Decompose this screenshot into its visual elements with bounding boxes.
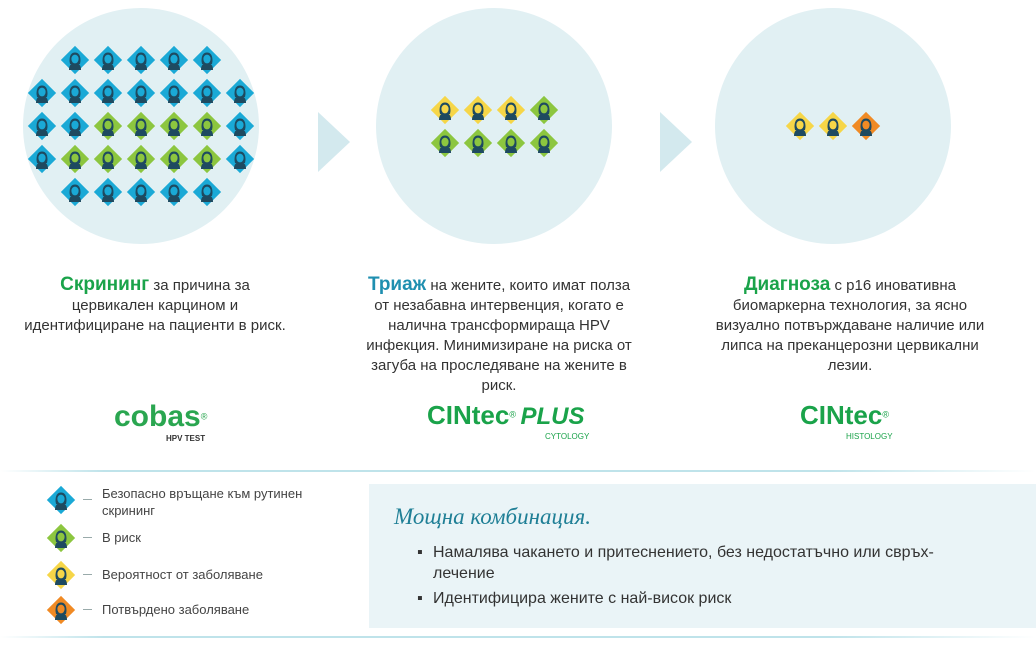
diagnosis-icon-grid [715,8,951,244]
diagnosis-text: с p16 иновативна биомаркерна технология,… [715,277,985,374]
person-blue-icon [126,177,156,207]
person-blue-icon [192,45,222,75]
person-blue-icon [225,111,255,141]
person-blue-icon [93,45,123,75]
combination-item-text: Идентифицира жените с най-висок риск [433,590,732,607]
triage-icon-grid [376,8,612,244]
screening-icon-grid [23,8,259,244]
person-blue-icon [60,45,90,75]
screening-circle [23,8,259,244]
person-yellow-icon [785,111,815,141]
person-blue-icon [225,78,255,108]
list-item: ▪ Идентифицира жените с най-висок риск [417,588,957,609]
cintec-plus-logo-reg: ® [509,409,516,420]
arrow-1 [318,112,350,172]
cobas-logo-sub: HPV TEST [166,434,206,443]
person-green-icon [93,111,123,141]
diagnosis-circle [715,8,951,244]
person-blue-icon [159,45,189,75]
divider-top [0,470,1036,472]
person-blue-icon [27,78,57,108]
person-blue-icon [93,78,123,108]
legend-item-probable: Вероятност от заболяване [46,560,346,590]
cintec-plus-logo: CINtec® PLUS CYTOLOGY [427,400,627,441]
person-yellow-icon [496,95,526,125]
person-blue-icon [126,45,156,75]
arrow-2 [660,112,692,172]
triage-text: на жените, които имат полза от незабавна… [366,277,632,394]
person-blue-icon [60,78,90,108]
person-orange-icon [851,111,881,141]
person-green-icon [159,111,189,141]
person-green-icon [430,128,460,158]
triage-keyword: Триаж [367,274,427,295]
person-green-icon [192,111,222,141]
person-yellow-icon [463,95,493,125]
person-blue-icon [225,144,255,174]
triage-circle [376,8,612,244]
legend-connector [83,537,92,538]
person-yellow-icon [430,95,460,125]
person-blue-icon [192,177,222,207]
person-green-icon [93,144,123,174]
cobas-logo-text: cobas [114,400,201,433]
triage-description: Триаж на жените, които имат полза от нез… [364,275,634,396]
person-green-icon [529,95,559,125]
person-blue-icon [60,177,90,207]
cintec-plus-logo-plus: PLUS [520,403,585,430]
legend-label-safe: Безопасно връщане към рутинен скрининг [102,486,303,518]
cintec-logo-reg: ® [882,409,889,420]
list-item: ▪ Намалява чакането и притеснението, без … [417,542,957,584]
legend-label-probable: Вероятност от заболяване [102,567,263,582]
combination-title: Мощна комбинация. [394,504,591,529]
person-green-icon [159,144,189,174]
person-green-icon [463,128,493,158]
person-green-icon [126,144,156,174]
person-green-icon [126,111,156,141]
person-blue-icon [27,111,57,141]
legend-item-confirmed: Потвърдено заболяване [46,595,346,625]
person-blue-icon [60,111,90,141]
cintec-logo-text: CINtec [800,400,883,430]
person-blue-icon [192,78,222,108]
legend-connector [83,609,92,610]
legend-item-risk: В риск [46,523,346,553]
cintec-logo: CINtec® HISTOLOGY [800,400,920,441]
person-blue-icon [126,78,156,108]
screening-description: Скрининг за причина за цервикален карцин… [20,275,290,336]
cobas-logo-reg: ® [200,411,208,422]
person-green-icon [529,128,559,158]
screening-text: за причина за цервикален карцином и иден… [24,277,286,334]
person-blue-icon [159,78,189,108]
person-blue-icon [159,177,189,207]
legend-item-safe: Безопасно връщане към рутинен скрининг [46,485,346,518]
combination-panel: Мощна комбинация. ▪ Намалява чакането и п… [369,484,1036,628]
person-blue-icon [27,144,57,174]
person-blue-icon [93,177,123,207]
cobas-logo: cobas® HPV TEST [114,400,224,443]
combination-item-text: Намалява чакането и притеснението, без н… [433,544,934,582]
cintec-plus-logo-sub: CYTOLOGY [545,432,590,441]
person-yellow-icon [818,111,848,141]
cintec-logo-sub: HISTOLOGY [846,432,893,441]
person-green-icon [192,144,222,174]
diagnosis-keyword: Диагноза [744,274,831,295]
legend-connector [83,499,92,500]
bullet-icon: ▪ [417,590,423,607]
person-green-icon [496,128,526,158]
divider-bottom [0,636,1036,638]
combination-list: ▪ Намалява чакането и притеснението, без … [417,542,957,613]
bullet-icon: ▪ [417,544,423,561]
legend-label-risk: В риск [102,530,141,545]
cintec-plus-logo-text: CINtec [427,400,510,430]
screening-keyword: Скрининг [60,274,150,295]
diagnosis-description: Диагноза с p16 иновативна биомаркерна те… [715,275,985,376]
person-green-icon [60,144,90,174]
legend-connector [83,574,92,575]
legend-label-confirmed: Потвърдено заболяване [102,602,250,617]
